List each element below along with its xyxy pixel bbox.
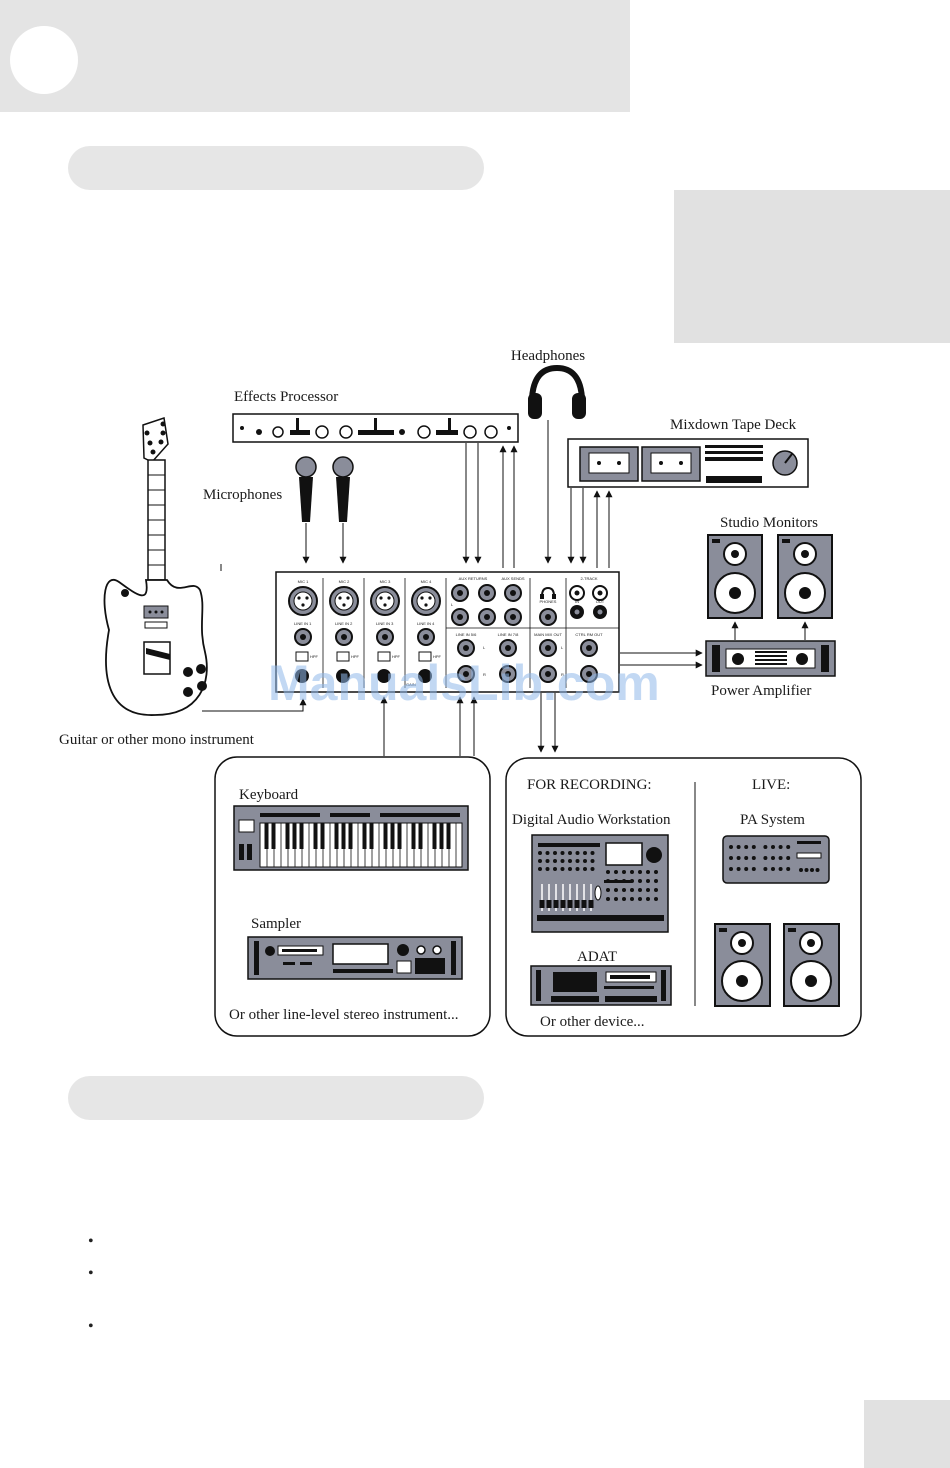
mixer-label: IN [575, 599, 579, 604]
speaker-icon [783, 923, 840, 1007]
sampler-label: Sampler [251, 916, 301, 932]
mixer-panel: MIC 1 MIC 2 MIC 3 MIC 4 LINE IN 1 LINE I… [275, 571, 620, 693]
mixer-label: R [561, 672, 564, 677]
mixer-label: L [451, 602, 454, 607]
mixdown-tape-deck-unit [567, 438, 809, 488]
daw-label: Digital Audio Workstation [512, 812, 671, 828]
bullet-point: • [88, 1318, 94, 1335]
other-line-level-label: Or other line-level stereo instrument... [229, 1007, 459, 1023]
studio-monitors-label: Studio Monitors [720, 515, 818, 531]
side-tab [674, 190, 950, 343]
mixdown-tape-deck-label: Mixdown Tape Deck [670, 417, 797, 433]
mixer-label: LINE IN 5/6 [456, 632, 477, 637]
header-band [0, 0, 630, 112]
mixer-label: R [483, 672, 486, 677]
mixer-label: HPF [392, 654, 401, 659]
bullet-point: • [88, 1233, 94, 1250]
mixer-label: HPF [433, 654, 442, 659]
effects-processor-unit [232, 413, 519, 443]
adat-label: ADAT [577, 949, 617, 965]
effects-processor-label: Effects Processor [234, 389, 338, 405]
microphone-icon [295, 456, 317, 522]
mixer-label: L [561, 645, 564, 650]
microphone-icon [332, 456, 354, 522]
pa-mixer-icon [722, 835, 830, 884]
chapter-circle [10, 26, 78, 94]
headphones-label: Headphones [511, 348, 585, 364]
mixer-label: 2-TRACK [580, 576, 597, 581]
hookup-diagram: Headphones Effects Processor Mixdown Tap… [59, 348, 862, 1037]
for-recording-label: FOR RECORDING: [527, 777, 652, 793]
pa-system-label: PA System [740, 812, 805, 828]
speaker-icon [707, 534, 763, 619]
keyboard-label: Keyboard [239, 787, 299, 803]
mixer-label: MIC 2 [339, 579, 350, 584]
mixer-label: MAIN MIX OUT [534, 632, 562, 637]
section-heading-pill-2 [68, 1076, 484, 1120]
mixer-label: L [483, 645, 486, 650]
mixer-label: HPF [351, 654, 360, 659]
section-heading-pill [68, 146, 484, 190]
mixer-label: LINE IN 2 [335, 621, 353, 626]
xlr-input [329, 586, 359, 616]
mixer-label: MIC 1 [298, 579, 309, 584]
mixer-label: AUX RETURNS [459, 576, 488, 581]
power-amplifier-label: Power Amplifier [711, 683, 811, 699]
power-amplifier-unit [705, 640, 836, 677]
mixer-label: CTRL RM OUT [575, 632, 603, 637]
speaker-icon [714, 923, 771, 1007]
keyboard-icon [233, 805, 469, 871]
mixer-label: MIC 4 [421, 579, 432, 584]
mixer-label: LINE IN 7/8 [498, 632, 519, 637]
xlr-input [411, 586, 441, 616]
mixer-label: OUT [596, 599, 605, 604]
other-device-label: Or other device... [540, 1014, 645, 1030]
sampler-icon [247, 936, 463, 980]
live-label: LIVE: [752, 777, 790, 793]
daw-icon [531, 834, 669, 933]
adat-icon [530, 965, 672, 1006]
mixer-label: LINE IN 3 [376, 621, 394, 626]
bullet-point: • [88, 1265, 94, 1282]
microphones-label: Microphones [203, 487, 282, 503]
xlr-input [370, 586, 400, 616]
mixer-label: LINE IN 4 [417, 621, 435, 626]
speaker-icon [777, 534, 833, 619]
watermark: ManualsLib.com [268, 655, 660, 711]
page-number-tab [864, 1400, 950, 1468]
guitar-icon [103, 417, 208, 716]
mixer-label: MIC 3 [380, 579, 391, 584]
guitar-label: Guitar or other mono instrument [59, 732, 255, 748]
xlr-input [288, 586, 318, 616]
mixer-label: AUX SENDS [501, 576, 524, 581]
headphones-icon [528, 364, 586, 419]
mixer-label: GAIN [406, 682, 416, 687]
mixer-label: HPF [310, 654, 319, 659]
mixer-label: LINE IN 1 [294, 621, 312, 626]
mixer-label: PHONES [540, 599, 557, 604]
